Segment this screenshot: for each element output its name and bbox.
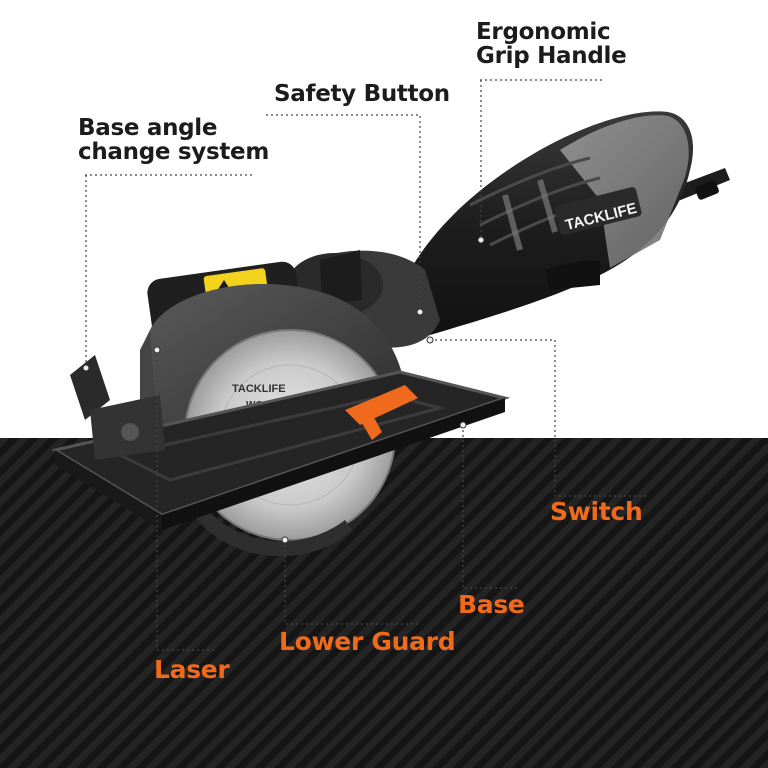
label-base-angle: Base angle change system bbox=[78, 116, 269, 164]
label-laser: Laser bbox=[154, 655, 230, 684]
leader-safety bbox=[266, 114, 421, 312]
label-ergonomic-grip: Ergonomic Grip Handle bbox=[476, 19, 627, 70]
leader-laser bbox=[156, 350, 217, 651]
label-lower-guard: Lower Guard bbox=[279, 627, 456, 656]
label-safety-button: Safety Button bbox=[274, 81, 450, 107]
label-switch: Switch bbox=[550, 497, 643, 526]
lower-guard bbox=[190, 500, 352, 557]
leader-base bbox=[462, 425, 518, 589]
label-base-angle-line1: Base angle bbox=[78, 115, 218, 141]
label-base-angle-line2: change system bbox=[78, 139, 270, 166]
depth-lever bbox=[345, 385, 418, 440]
grip-handle bbox=[395, 111, 694, 335]
label-ergonomic-grip-line2: Grip Handle bbox=[476, 43, 627, 70]
angle-bracket bbox=[70, 355, 165, 460]
callout-dots bbox=[82, 236, 485, 544]
label-base: Base bbox=[458, 590, 525, 619]
svg-text:TACKLIFE: TACKLIFE bbox=[232, 383, 286, 395]
callout-leader-lines bbox=[85, 79, 648, 651]
label-ergonomic-grip-line1: Ergonomic bbox=[476, 19, 611, 45]
